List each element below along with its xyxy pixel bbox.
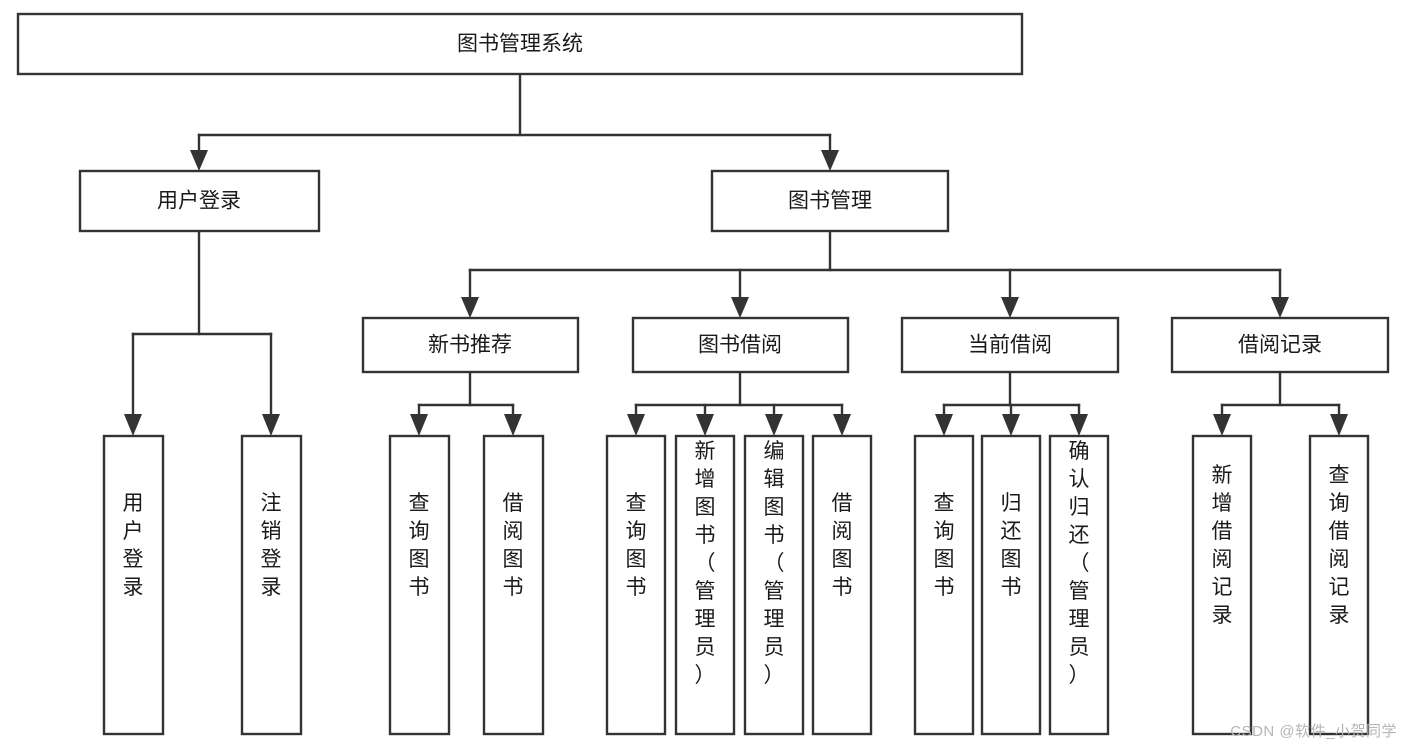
node-leaf-add-book-label: 新增图书（管理员） (695, 440, 716, 687)
node-leaf-edit-book-box[interactable] (743, 434, 805, 736)
node-borrow-record[interactable]: 借阅记录 (1170, 316, 1390, 374)
node-book-manage-label: 图书管理 (788, 190, 872, 213)
arrow-bb-to-leaf4-icon (833, 414, 851, 436)
node-root-box[interactable] (16, 12, 1024, 76)
node-leaf-query-record-box[interactable] (1308, 434, 1370, 736)
node-new-book-rec-label: 新书推荐 (428, 334, 512, 357)
node-leaf-query-book-3-label: 查询图书 (934, 492, 955, 599)
node-book-borrow-box[interactable] (631, 316, 850, 374)
node-user-login-box[interactable] (78, 169, 321, 233)
node-leaf-borrow-book-2-box[interactable] (811, 434, 873, 736)
node-book-borrow[interactable]: 图书借阅 (631, 316, 850, 374)
node-leaf-borrow-book-2[interactable]: 借阅图书 (811, 434, 873, 736)
node-leaf-edit-book[interactable]: 编辑图书（管理员） (743, 434, 805, 736)
node-leaf-return-book-box[interactable] (980, 434, 1042, 736)
node-leaf-borrow-book-1[interactable]: 借阅图书 (482, 434, 545, 736)
node-leaf-add-record-label: 新增借阅记录 (1212, 464, 1233, 627)
arrow-newbook-to-leaf1-icon (410, 414, 428, 436)
node-book-manage-box[interactable] (710, 169, 950, 233)
arrow-root-to-book-manage-icon (821, 150, 839, 171)
node-current-borrow-box[interactable] (900, 316, 1120, 374)
node-leaf-query-book-1-box[interactable] (388, 434, 451, 736)
node-new-book-rec-box[interactable] (361, 316, 580, 374)
node-leaf-query-record-label: 查询借阅记录 (1329, 464, 1350, 627)
node-user-login-label: 用户登录 (157, 190, 241, 213)
node-leaf-edit-book-label: 编辑图书（管理员） (764, 440, 785, 687)
node-leaf-query-book-1[interactable]: 查询图书 (388, 434, 451, 736)
node-book-manage[interactable]: 图书管理 (710, 169, 950, 233)
arrow-bb-to-leaf2-icon (696, 414, 714, 436)
node-leaf-query-book-1-label: 查询图书 (409, 492, 430, 599)
arrow-user-login-to-leaf1-icon (124, 414, 142, 436)
node-leaf-return-book[interactable]: 归还图书 (980, 434, 1042, 736)
node-user-login[interactable]: 用户登录 (78, 169, 321, 233)
node-leaf-query-record[interactable]: 查询借阅记录 (1308, 434, 1370, 736)
node-leaf-return-book-label: 归还图书 (1001, 492, 1022, 599)
arrow-newbook-to-leaf2-icon (504, 414, 522, 436)
node-leaf-add-record[interactable]: 新增借阅记录 (1191, 434, 1253, 736)
node-current-borrow-label: 当前借阅 (968, 334, 1052, 357)
connector-layer (124, 72, 1348, 436)
arrow-cb-to-leaf2-icon (1002, 414, 1020, 436)
arrow-cb-to-leaf3-icon (1070, 414, 1088, 436)
node-leaf-user-login-box[interactable] (102, 434, 165, 736)
node-borrow-record-box[interactable] (1170, 316, 1390, 374)
node-current-borrow[interactable]: 当前借阅 (900, 316, 1120, 374)
node-leaf-query-book-2[interactable]: 查询图书 (605, 434, 667, 736)
node-leaf-query-book-2-box[interactable] (605, 434, 667, 736)
node-leaf-confirm-return-box[interactable] (1048, 434, 1110, 736)
node-leaf-query-book-3[interactable]: 查询图书 (913, 434, 975, 736)
node-leaf-query-book-3-box[interactable] (913, 434, 975, 736)
node-leaf-add-book[interactable]: 新增图书（管理员） (674, 434, 736, 736)
node-leaf-confirm-return[interactable]: 确认归还（管理员） (1048, 434, 1110, 736)
node-root[interactable]: 图书管理系统 (16, 12, 1024, 76)
node-borrow-record-label: 借阅记录 (1238, 334, 1322, 357)
node-leaf-add-record-box[interactable] (1191, 434, 1253, 736)
arrow-bm-to-borrowrecord-icon (1271, 297, 1289, 318)
node-leaf-user-login-label: 用户登录 (123, 492, 144, 599)
node-leaf-logout[interactable]: 注销登录 (240, 434, 303, 736)
node-leaf-borrow-book-2-label: 借阅图书 (832, 492, 853, 599)
arrow-bb-to-leaf1-icon (627, 414, 645, 436)
node-new-book-rec[interactable]: 新书推荐 (361, 316, 580, 374)
arrow-bb-to-leaf3-icon (765, 414, 783, 436)
csdn-watermark: CSDN @软件_小贺同学 (1230, 723, 1397, 740)
node-leaf-borrow-book-1-box[interactable] (482, 434, 545, 736)
node-leaf-add-book-box[interactable] (674, 434, 736, 736)
node-leaf-logout-label: 注销登录 (261, 492, 282, 599)
node-leaf-query-book-2-label: 查询图书 (626, 492, 647, 599)
arrow-user-login-to-leaf2-icon (262, 414, 280, 436)
arrow-cb-to-leaf1-icon (935, 414, 953, 436)
node-leaf-user-login[interactable]: 用户登录 (102, 434, 165, 736)
arrow-bm-to-currentborrow-icon (1001, 297, 1019, 318)
arrow-root-to-user-login-icon (190, 150, 208, 171)
node-leaf-confirm-return-label: 确认归还（管理员） (1069, 440, 1090, 687)
node-leaf-logout-box[interactable] (240, 434, 303, 736)
arrow-bm-to-newbook-icon (461, 297, 479, 318)
arrow-br-to-leaf1-icon (1213, 414, 1231, 436)
node-root-label: 图书管理系统 (457, 33, 583, 56)
arrow-br-to-leaf2-icon (1330, 414, 1348, 436)
node-leaf-borrow-book-1-label: 借阅图书 (503, 492, 524, 599)
arrow-bm-to-bookborrow-icon (731, 297, 749, 318)
node-book-borrow-label: 图书借阅 (698, 334, 782, 357)
